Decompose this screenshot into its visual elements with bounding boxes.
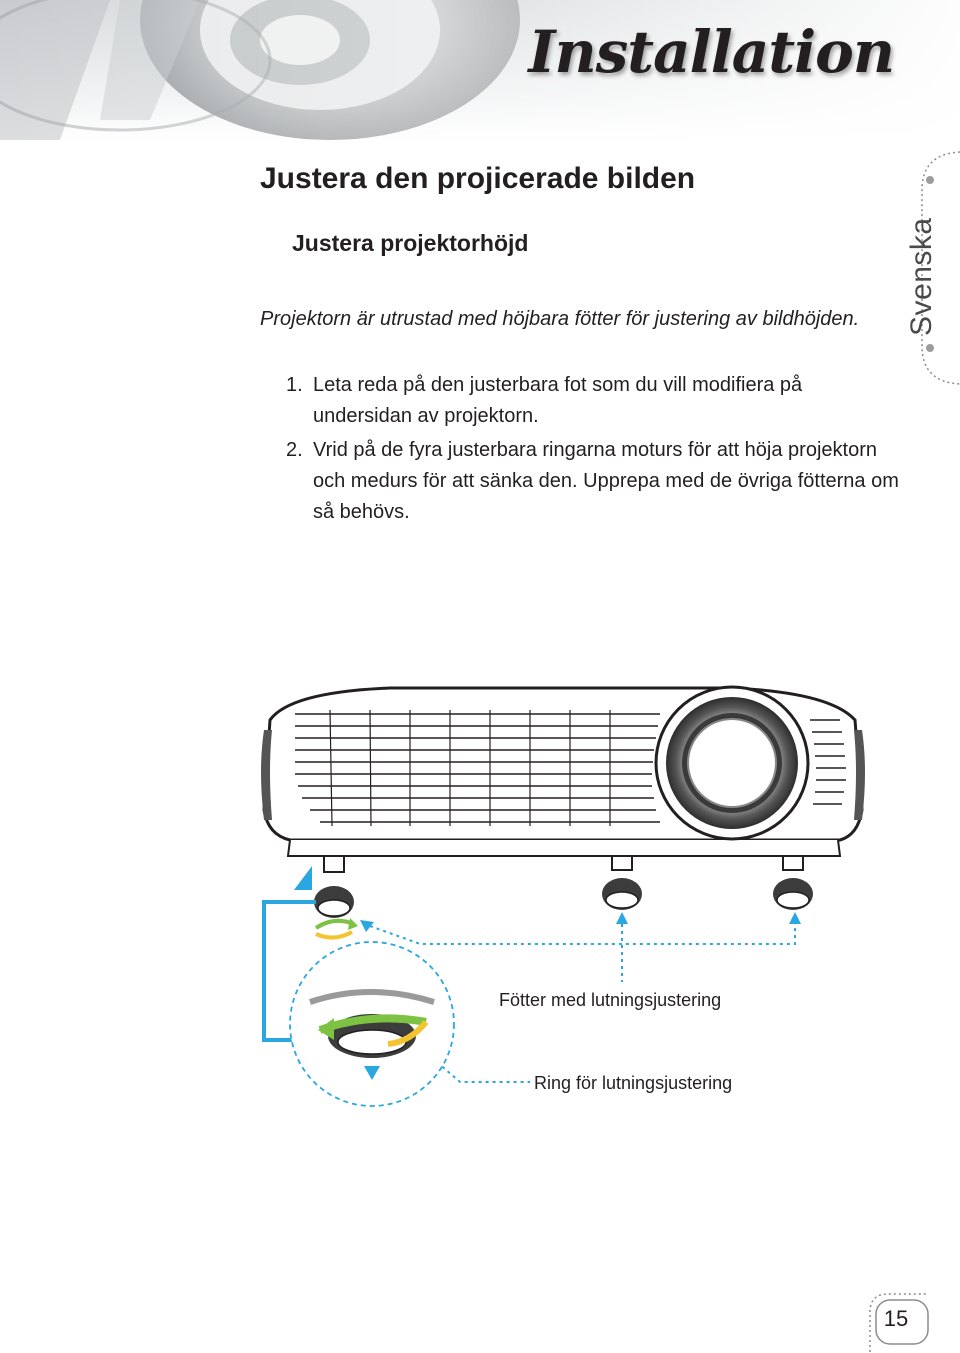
section-subtitle: Justera projektorhöjd xyxy=(292,230,529,256)
feet-label: Fötter med lutningsjustering xyxy=(499,990,722,1010)
lens-header-graphic xyxy=(0,0,960,140)
adjustable-foot-right xyxy=(773,855,813,910)
raise-arrow-icon xyxy=(294,866,312,890)
section-title: Justera den projicerade bilden xyxy=(260,162,696,195)
rotate-arrow-icon xyxy=(314,918,355,930)
ring-label: Ring för lutningsjustering xyxy=(534,1073,733,1093)
page-header-title: Installation xyxy=(528,18,895,86)
vent-grill xyxy=(295,713,660,823)
intro-paragraph: Projektorn är utrustad med höjbara fötte… xyxy=(260,308,860,330)
step-text: Leta reda på den justerbara fot som du v… xyxy=(313,374,803,427)
page-number-frame xyxy=(869,1293,929,1352)
page-header: Installation xyxy=(0,0,960,140)
step-text: Vrid på de fyra justerbara ringarna motu… xyxy=(313,439,899,523)
adjustable-foot-middle xyxy=(602,855,642,910)
step-item: 2. Vrid på de fyra justerbara ringarna m… xyxy=(286,435,906,528)
language-tab-frame xyxy=(921,151,960,385)
page-number: 15 xyxy=(883,1306,909,1331)
step-number: 2. xyxy=(286,439,303,461)
language-tab-label: Svenska xyxy=(905,217,938,336)
projector-illustration xyxy=(261,685,865,1107)
adjustable-foot-left xyxy=(314,855,354,918)
lower-arrow-icon xyxy=(364,1066,380,1080)
steps-list: 1. Leta reda på den justerbara fot som d… xyxy=(286,370,906,531)
step-item: 1. Leta reda på den justerbara fot som d… xyxy=(286,370,906,432)
step-number: 1. xyxy=(286,374,303,396)
